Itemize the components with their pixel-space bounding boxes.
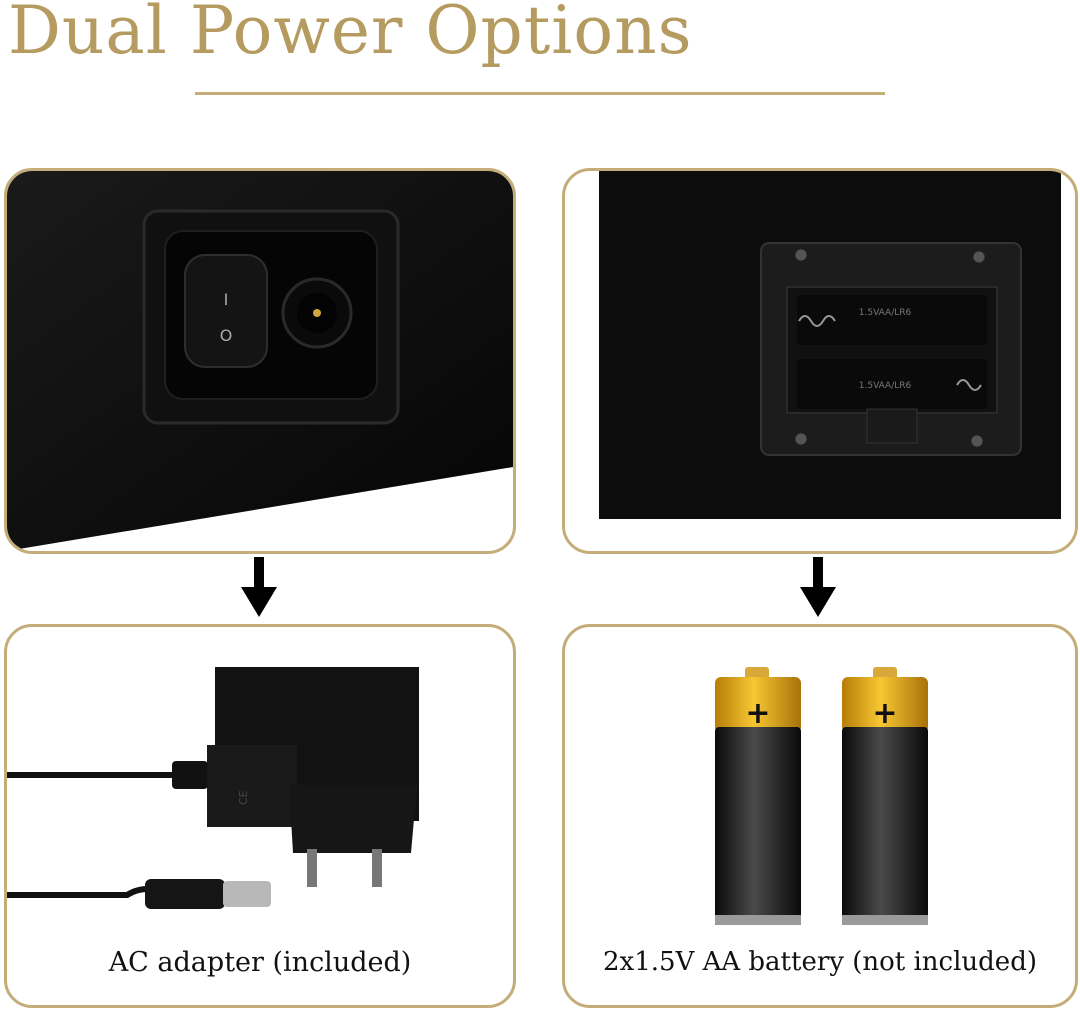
adapter-panel: CE AC adapter (included) <box>4 624 516 1008</box>
rocker-switch <box>184 254 268 368</box>
title-underline <box>195 92 885 95</box>
battery-slot-top <box>797 295 987 345</box>
battery-slot-bottom <box>797 359 987 409</box>
aa-battery-panel: + + 2x1.5V AA battery (not included) <box>562 624 1078 1008</box>
battery-compartment-illustration: 1.5VAA/LR6 1.5VAA/LR6 <box>599 171 1061 519</box>
adapter-caption: AC adapter (included) <box>108 947 412 978</box>
ac-adapter-illustration: CE <box>7 667 419 909</box>
battery-compartment-panel: 1.5VAA/LR6 1.5VAA/LR6 <box>562 168 1078 554</box>
arrow-down-icon <box>800 557 836 617</box>
aa-battery: + <box>715 667 801 925</box>
aa-battery: + <box>842 667 928 925</box>
plug-head <box>289 785 417 853</box>
aa-battery-caption: 2x1.5V AA battery (not included) <box>603 947 1037 977</box>
plus-icon: + <box>872 696 897 731</box>
dc-plug <box>145 879 225 909</box>
arrow-down-icon <box>241 557 277 617</box>
plug-pin <box>307 849 317 887</box>
device-switch-illustration: I O <box>7 171 513 551</box>
page-title: Dual Power Options <box>8 0 693 69</box>
svg-text:CE: CE <box>237 790 250 805</box>
switch-panel: I O <box>4 168 516 554</box>
slot-label-top: 1.5VAA/LR6 <box>859 308 912 318</box>
slot-label-bottom: 1.5VAA/LR6 <box>859 381 912 391</box>
plus-icon: + <box>745 696 770 731</box>
switch-on-symbol: I <box>224 290 229 309</box>
switch-off-symbol: O <box>220 326 233 345</box>
aa-batteries-illustration: + + <box>715 667 928 925</box>
plug-pin <box>372 849 382 887</box>
